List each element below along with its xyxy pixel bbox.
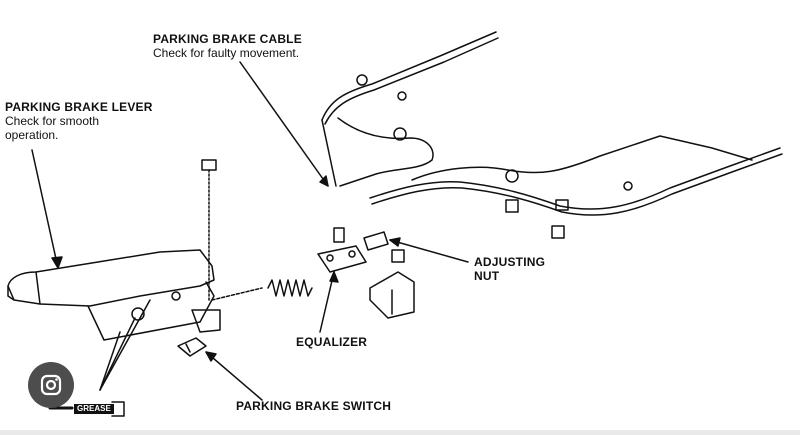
lens-search-icon[interactable] (28, 362, 74, 408)
label-cable-note: Check for faulty movement. (153, 46, 300, 60)
leader-adjusting-nut (389, 239, 469, 263)
bottom-edge-bar (0, 430, 800, 435)
lever-grip-seam (35, 271, 41, 305)
bolt-right-1 (505, 199, 519, 213)
cable-clamp (555, 199, 569, 211)
lever-handle (7, 249, 215, 307)
switch-part (177, 337, 207, 357)
arrowhead-switch (205, 351, 217, 362)
lever-ratchet (171, 291, 181, 301)
label-switch-text: PARKING BRAKE SWITCH (236, 399, 392, 413)
grease-marker (48, 401, 125, 417)
spring (267, 279, 313, 297)
cable-upper-left (321, 31, 497, 121)
lever-bracket (191, 309, 221, 333)
adjusting-nut-part (363, 231, 389, 251)
leader-lines (31, 61, 469, 401)
label-adjusting-nut: ADJUSTING NUT (474, 255, 545, 283)
brake-cables (321, 31, 783, 216)
label-parking-brake-lever: PARKING BRAKE LEVER Check for smooth ope… (5, 100, 153, 142)
bolts (201, 159, 565, 301)
bolt-head-top (201, 159, 217, 171)
leader-equalizer (319, 271, 335, 333)
lens-glyph (40, 374, 62, 396)
lever-assembly (7, 249, 263, 341)
lever-rod (211, 287, 263, 301)
leader-grease-1 (99, 331, 121, 391)
arrowhead-lever (51, 256, 63, 269)
cable-upper-left-inner (324, 37, 499, 125)
equalizer-part (317, 245, 367, 273)
cable-loop-left (337, 117, 434, 187)
label-parking-brake-switch: PARKING BRAKE SWITCH (236, 399, 391, 413)
lever-grip-end (7, 285, 15, 301)
lever-base (87, 281, 215, 341)
leader-cable (239, 61, 329, 187)
label-parking-brake-cable: PARKING BRAKE CABLE Check for faulty mov… (153, 32, 302, 60)
cable-front-drop (321, 119, 337, 187)
cable-bracket-mid (505, 169, 519, 183)
grease-tag: GREASE (74, 404, 114, 414)
label-lever-note-1: Check for smooth (5, 114, 100, 128)
bolt-right-2 (551, 225, 565, 239)
label-lever-title: PARKING BRAKE LEVER (5, 100, 153, 114)
leader-switch (205, 351, 263, 401)
label-lever-note-2: operation. (5, 128, 59, 142)
arrowhead-adjusting-nut (389, 237, 401, 247)
cable-bracket-assembly (369, 271, 415, 319)
cable-mid-right (411, 135, 753, 181)
cable-long-right-inner (371, 153, 783, 216)
label-adjusting-line2: NUT (474, 269, 500, 283)
lever-pivot (131, 307, 145, 321)
pin-center (333, 227, 345, 243)
label-equalizer-text: EQUALIZER (296, 335, 368, 349)
leader-grease-3 (99, 299, 151, 391)
label-equalizer: EQUALIZER (296, 335, 367, 349)
leader-lever (31, 149, 59, 269)
cable-long-right (369, 147, 781, 210)
label-cable-title: PARKING BRAKE CABLE (153, 32, 302, 46)
arrowhead-equalizer (329, 271, 339, 283)
cable-grommet-right (623, 181, 633, 191)
cable-bracket (393, 127, 407, 141)
label-adjusting-line1: ADJUSTING (474, 255, 546, 269)
arrowhead-cable (319, 175, 329, 187)
cable-clip (356, 74, 368, 86)
cable-grommet (397, 91, 407, 101)
bolt-center (391, 249, 405, 263)
